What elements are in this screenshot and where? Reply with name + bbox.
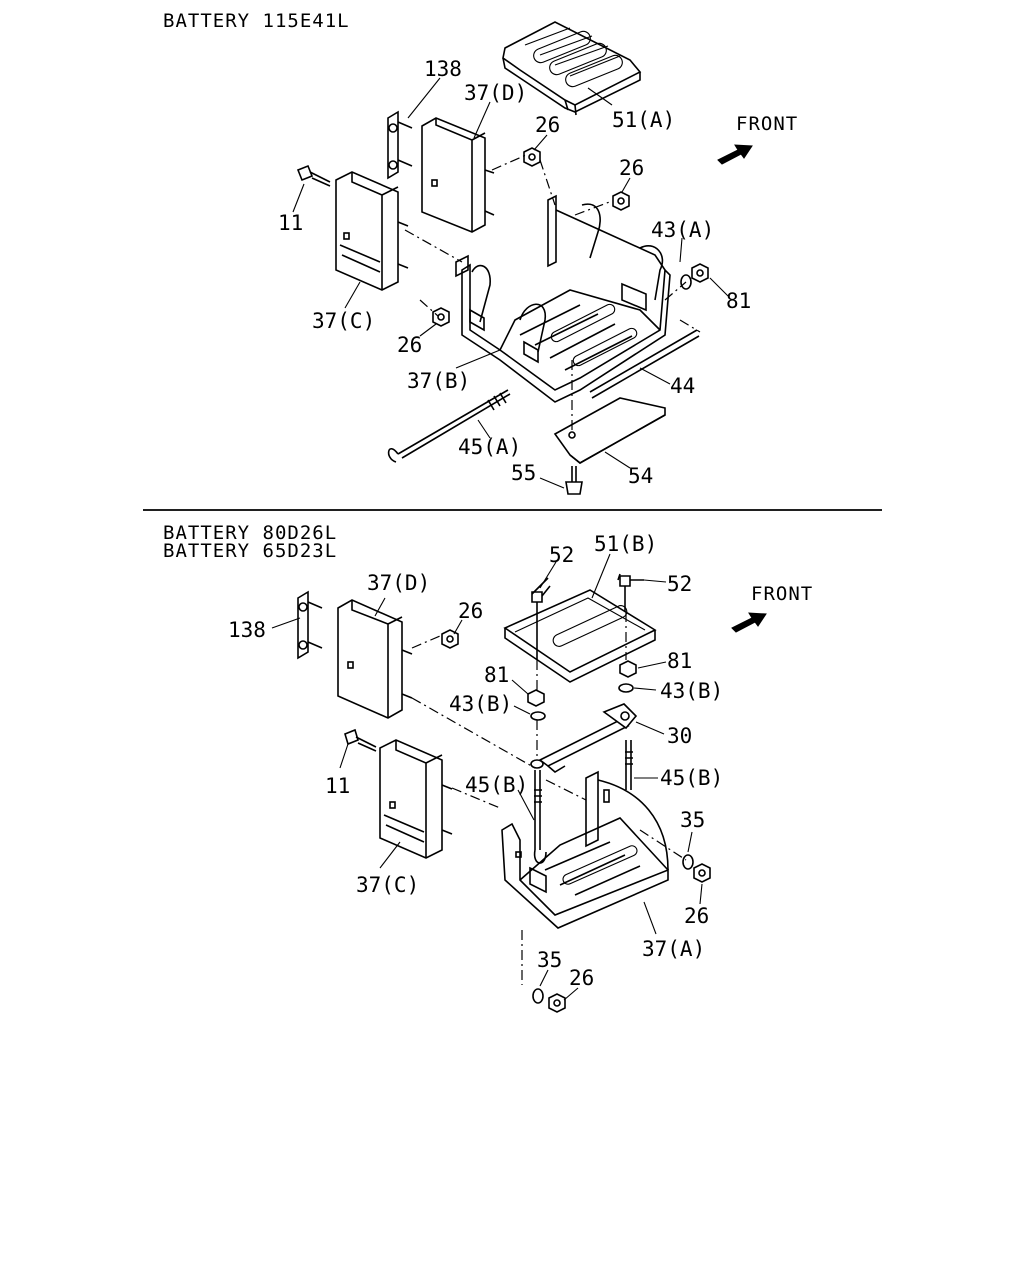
nut-26 (441, 629, 459, 649)
callout-26: 26 (535, 113, 560, 137)
nut-81 (691, 263, 709, 283)
callout-11: 11 (325, 774, 350, 798)
holder-37c (335, 171, 409, 291)
front-arrow-icon (731, 612, 767, 633)
section-top: BATTERY 115E41L (163, 10, 798, 495)
wing-nut-52 (617, 573, 644, 612)
section-heading: BATTERY 80D26L (163, 522, 337, 544)
callout-81: 81 (484, 663, 509, 687)
front-label: FRONT (751, 583, 813, 605)
tray-37a (501, 770, 669, 929)
nut-26 (693, 863, 711, 883)
alignment-lines (404, 154, 701, 430)
washer-35 (682, 854, 694, 870)
battery-cover-51b (503, 589, 657, 683)
callout-55: 55 (511, 461, 536, 485)
callout-26: 26 (569, 966, 594, 990)
callout-37d: 37(D) (464, 81, 527, 105)
plate-54 (553, 397, 666, 464)
callout-26: 26 (684, 904, 709, 928)
front-label: FRONT (736, 113, 798, 135)
callout-11: 11 (278, 211, 303, 235)
bar-30 (538, 703, 638, 773)
section-heading: BATTERY 115E41L (163, 10, 350, 32)
leader-lines (292, 77, 729, 489)
callout-30: 30 (667, 724, 692, 748)
clip (455, 254, 469, 278)
callout-45b: 45(B) (465, 773, 528, 797)
nut-26 (432, 307, 450, 327)
holder-37d (421, 117, 495, 233)
washer-43b (530, 711, 546, 721)
callout-45a: 45(A) (458, 435, 521, 459)
screw-55 (565, 466, 583, 495)
section-bottom: BATTERY 80D26L BATTERY 65D23L (163, 522, 813, 1013)
bracket-138 (387, 110, 413, 180)
callout-138: 138 (228, 618, 266, 642)
callout-138: 138 (424, 57, 462, 81)
washer-35 (532, 988, 544, 1004)
bolt-11 (296, 164, 331, 187)
j-bolt-45b (530, 759, 547, 864)
callout-37c: 37(C) (356, 873, 419, 897)
callout-54: 54 (628, 464, 653, 488)
callout-43b: 43(B) (449, 692, 512, 716)
callout-43a: 43(A) (651, 218, 714, 242)
callout-35: 35 (537, 948, 562, 972)
callout-26: 26 (458, 599, 483, 623)
section-heading: BATTERY 65D23L (163, 540, 337, 562)
leader-lines (271, 553, 703, 1001)
alignment-lines (411, 612, 687, 985)
rod-44 (589, 329, 700, 399)
callout-26: 26 (397, 333, 422, 357)
bolt-11 (344, 728, 377, 752)
hook-rod-45a (387, 389, 511, 463)
holder-37c (379, 739, 453, 859)
nut-81 (619, 660, 637, 678)
callout-37a: 37(A) (642, 937, 705, 961)
callout-51b: 51(B) (594, 532, 657, 556)
callout-44: 44 (670, 374, 695, 398)
nut-26 (523, 147, 541, 167)
nut-26 (612, 191, 630, 211)
wing-nut-52 (531, 577, 551, 660)
bracket-138 (297, 590, 323, 660)
callout-35: 35 (680, 808, 705, 832)
callout-52: 52 (667, 572, 692, 596)
washer-43a (680, 274, 692, 290)
washer-43b (618, 683, 634, 693)
battery-cover-51a (502, 21, 642, 116)
callout-51a: 51(A) (612, 108, 675, 132)
holder-37d (337, 599, 413, 719)
callout-43b: 43(B) (660, 679, 723, 703)
j-bolt-45b (625, 740, 633, 790)
callout-26: 26 (619, 156, 644, 180)
callout-37b: 37(B) (407, 369, 470, 393)
callout-37d: 37(D) (367, 571, 430, 595)
front-arrow-icon (717, 144, 753, 165)
callout-81: 81 (726, 289, 751, 313)
tray-37b (461, 194, 671, 403)
callout-37c: 37(C) (312, 309, 375, 333)
callout-81: 81 (667, 649, 692, 673)
nut-26 (548, 993, 566, 1013)
callout-52: 52 (549, 543, 574, 567)
callout-45b: 45(B) (660, 766, 723, 790)
nut-81 (527, 689, 545, 707)
